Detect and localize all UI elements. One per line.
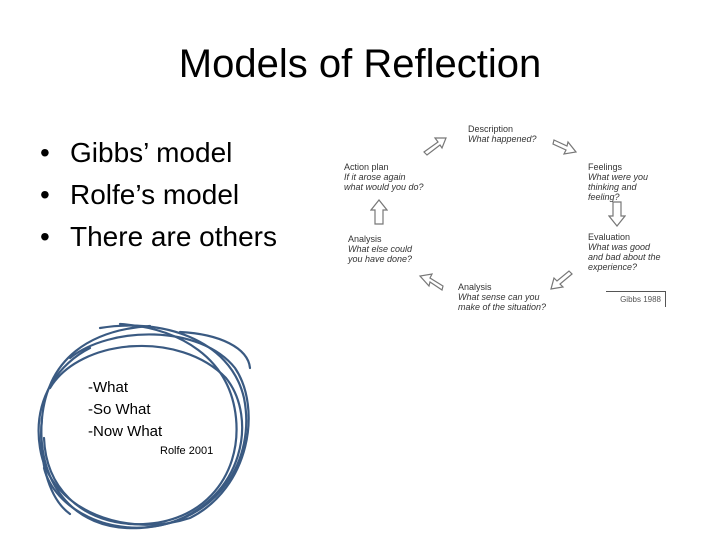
rolfe-prompts: -What -So What -Now What: [88, 377, 162, 443]
rolfe-citation: Rolfe 2001: [160, 445, 213, 457]
stage-heading: Action plan: [344, 162, 389, 172]
stage-analysis: Analysis What sense can you make of the …: [458, 282, 550, 312]
bullet-item: • Gibbs’ model: [40, 132, 277, 174]
stage-evaluation: Evaluation What was good and bad about t…: [588, 232, 662, 272]
stage-heading: Analysis: [348, 234, 382, 244]
bullet-marker: •: [40, 132, 50, 174]
stage-heading: Description: [468, 124, 513, 134]
bullet-list: • Gibbs’ model • Rolfe’s model • There are …: [40, 132, 277, 258]
stage-description: Description What happened?: [468, 124, 537, 144]
bullet-text: There are others: [70, 221, 277, 252]
stage-conclusion: Analysis What else could you have done?: [348, 234, 424, 264]
stage-heading: Evaluation: [588, 232, 630, 242]
gibbs-citation: Gibbs 1988: [606, 291, 666, 307]
bullet-text: Rolfe’s model: [70, 179, 239, 210]
stage-question: What sense can you make of the situation…: [458, 292, 550, 312]
slide-title: Models of Reflection: [0, 40, 720, 88]
stage-question: What was good and bad about the experien…: [588, 242, 662, 272]
gibbs-cycle-diagram: Description What happened? Feelings What…: [338, 120, 670, 316]
stage-action-plan: Action plan If it arose again what would…: [344, 162, 426, 192]
bullet-marker: •: [40, 174, 50, 216]
bullet-item: • There are others: [40, 216, 277, 258]
stage-feelings: Feelings What were you thinking and feel…: [588, 162, 668, 202]
arrow-up-left-icon: [418, 272, 444, 294]
arrow-down-left-icon: [548, 270, 574, 292]
stage-question: What happened?: [468, 134, 537, 144]
arrow-down-icon: [608, 200, 626, 228]
rolfe-line: -Now What: [88, 421, 162, 443]
stage-heading: Feelings: [588, 162, 622, 172]
stage-question: What else could you have done?: [348, 244, 424, 264]
bullet-text: Gibbs’ model: [70, 137, 232, 168]
arrow-down-right-icon: [552, 134, 578, 156]
stage-heading: Analysis: [458, 282, 492, 292]
rolfe-line: -So What: [88, 399, 162, 421]
rolfe-line: -What: [88, 377, 162, 399]
arrow-up-icon: [370, 198, 388, 226]
bullet-item: • Rolfe’s model: [40, 174, 277, 216]
bullet-marker: •: [40, 216, 50, 258]
stage-question: If it arose again what would you do?: [344, 172, 426, 192]
arrow-up-right-icon: [422, 134, 448, 156]
stage-question: What were you thinking and feeling?: [588, 172, 668, 202]
